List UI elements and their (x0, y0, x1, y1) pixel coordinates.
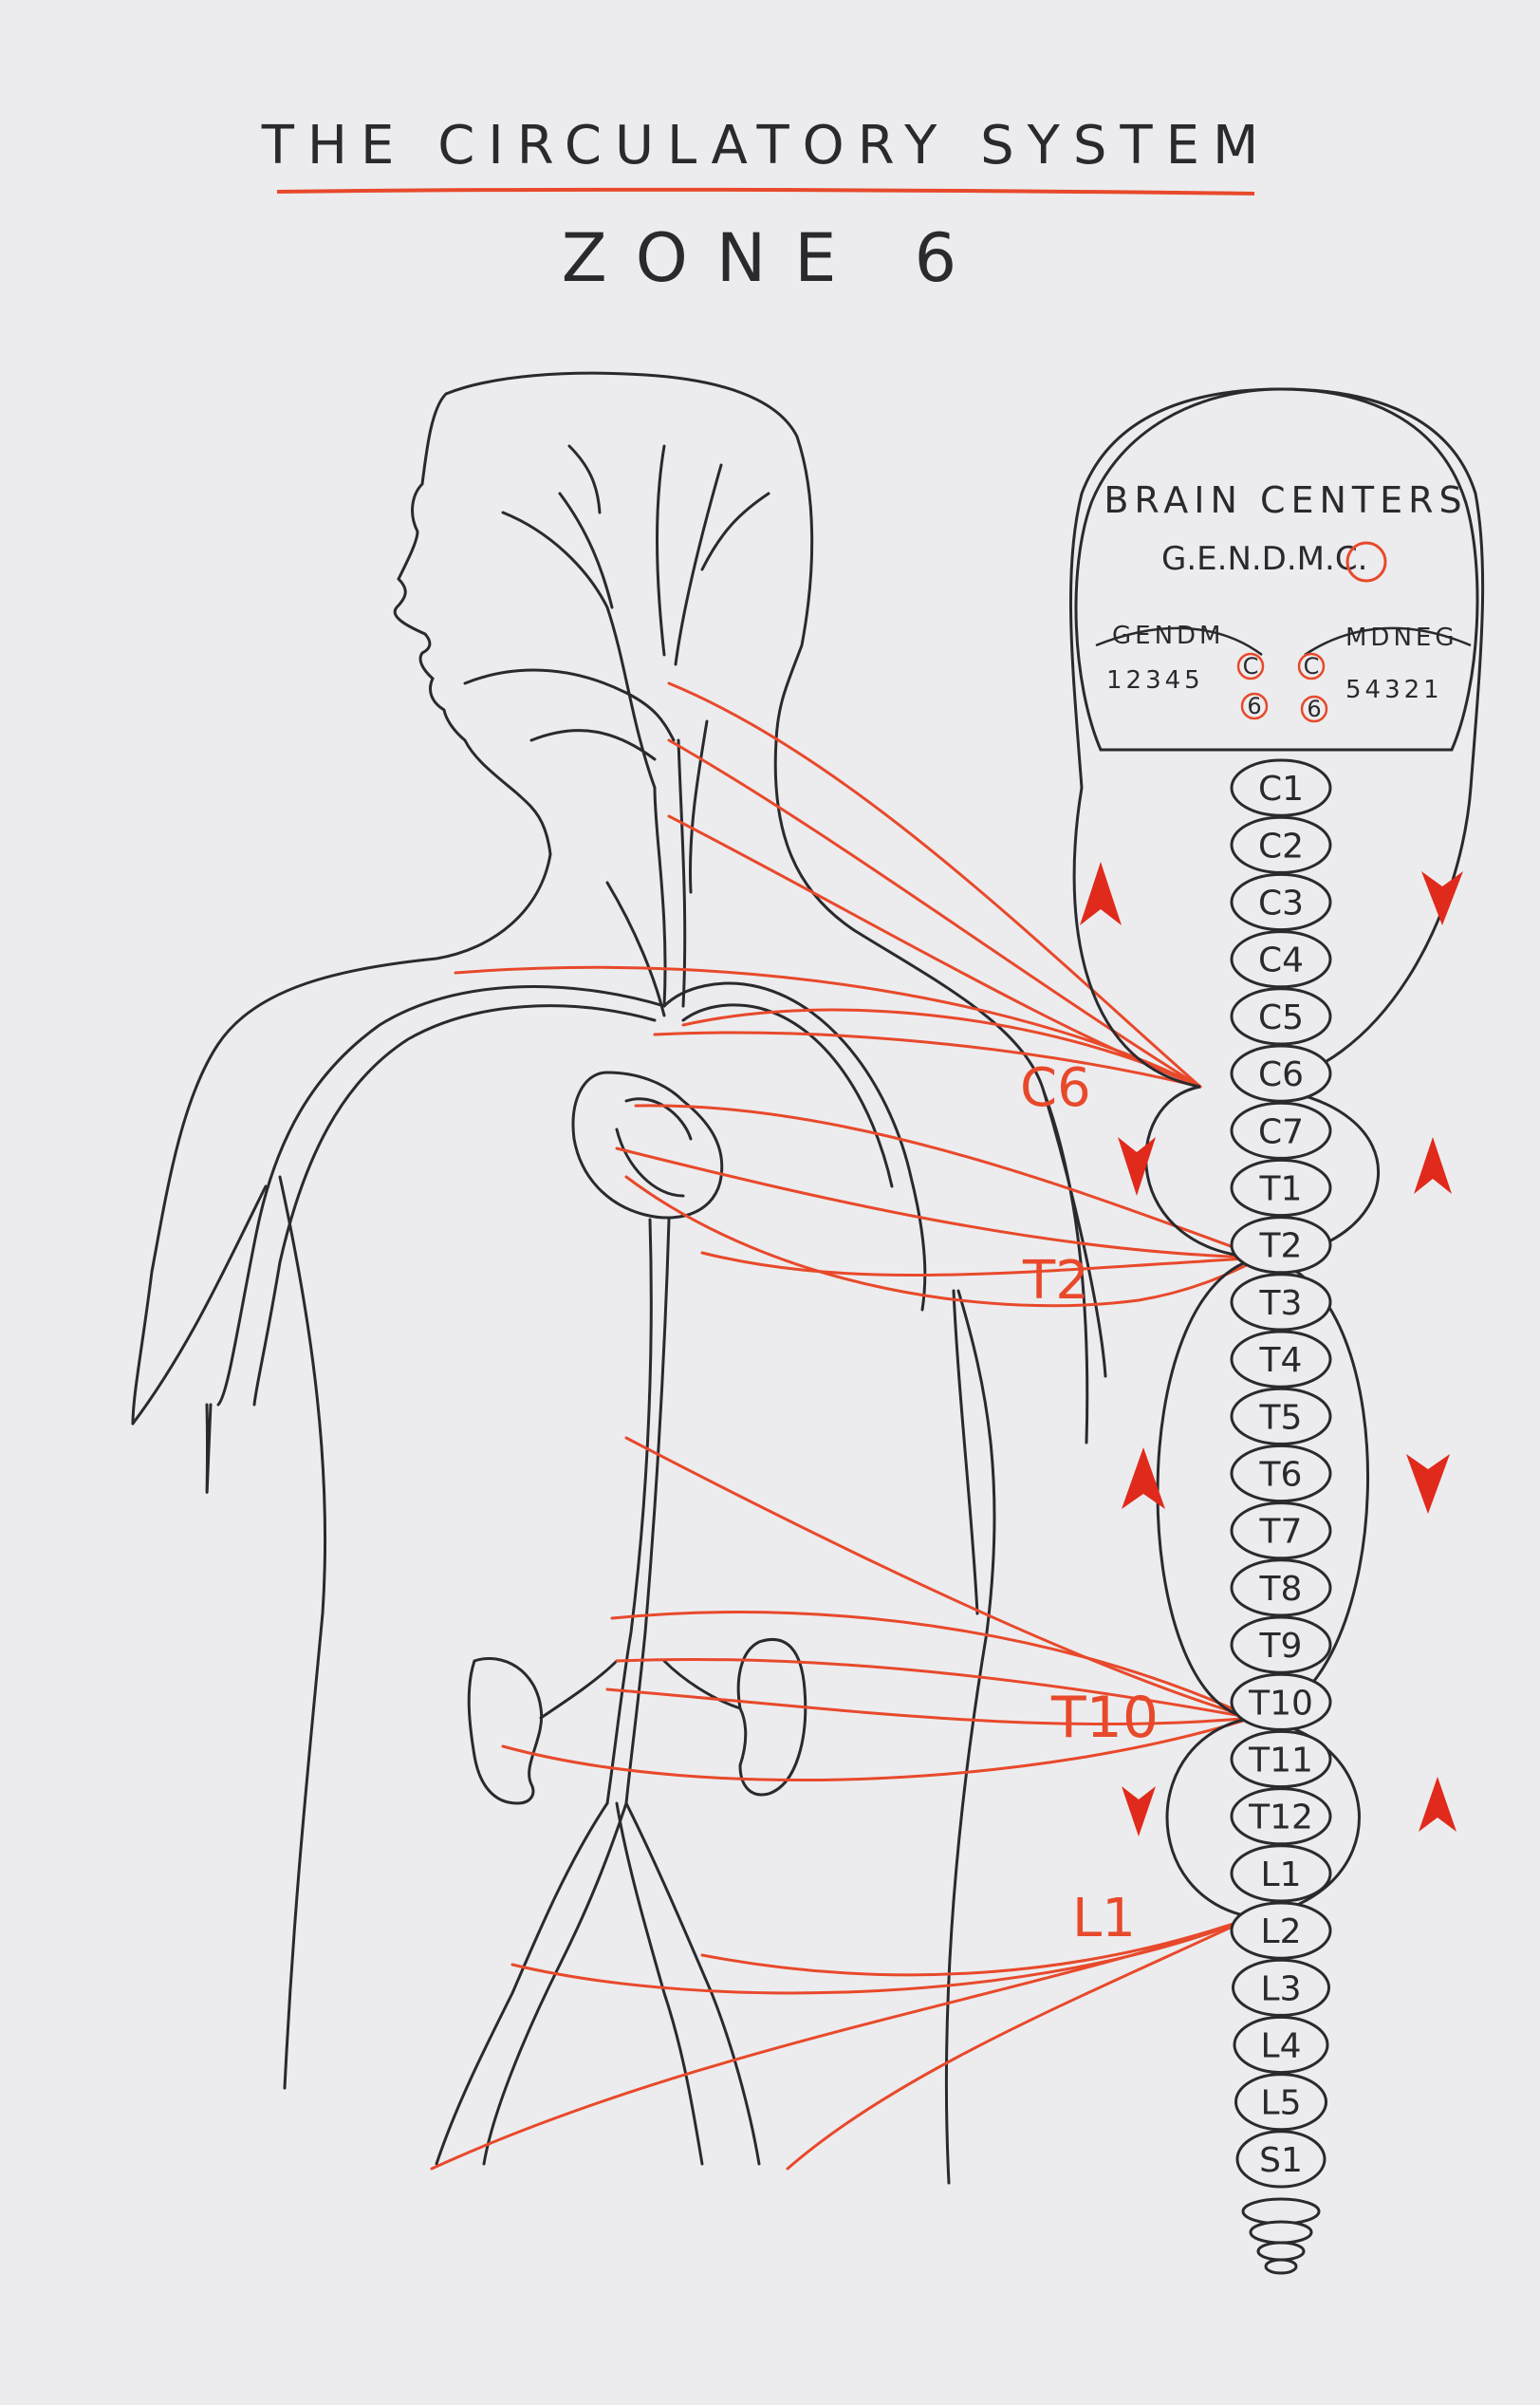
title-underline (276, 187, 1255, 196)
subtitle: ZONE 6 (562, 219, 985, 297)
left-circled-number: 6 (1247, 693, 1261, 719)
vertebra-label-t11: T11 (1248, 1742, 1313, 1780)
vertebra-label-c3: C3 (1258, 885, 1304, 923)
title: THE CIRCULATORY SYSTEM (261, 115, 1272, 177)
vertebra-c6 (1230, 1044, 1332, 1103)
vertebra-c5 (1230, 987, 1332, 1046)
vertebra-label-l3: L3 (1261, 1969, 1302, 2008)
arrow-up-icon (1419, 1777, 1457, 1832)
vertebra-t8 (1230, 1558, 1332, 1617)
vertebra-label-c4: C4 (1258, 941, 1304, 980)
vertebra-t9 (1230, 1615, 1332, 1674)
vertebra-t12 (1230, 1787, 1332, 1846)
arrow-down-icon (1406, 1454, 1450, 1514)
zone-label-c6: C6 (1020, 1057, 1091, 1119)
coccyx-segment (1249, 2220, 1313, 2245)
zone-label-t10: T10 (1050, 1685, 1159, 1751)
vertebra-label-t9: T9 (1259, 1627, 1303, 1666)
brain-centers: BRAIN CENTERS G.E.N.D.M.C. GENDM 12345 M… (1074, 387, 1479, 752)
vertebra-l1 (1230, 1844, 1332, 1903)
vertebra-label-l1: L1 (1261, 1855, 1302, 1894)
arrow-up-icon (1414, 1137, 1452, 1194)
coccyx-segment (1241, 2197, 1321, 2226)
vertebra-label-c7: C7 (1258, 1112, 1304, 1151)
vertebra-s1 (1235, 2130, 1327, 2189)
vertebra-label-l4: L4 (1261, 2027, 1302, 2066)
vertebra-l5 (1234, 2073, 1327, 2132)
vertebra-t10 (1230, 1672, 1332, 1731)
vertebra-label-c1: C1 (1258, 770, 1304, 809)
vertebra-t1 (1230, 1158, 1332, 1218)
vertebra-c4 (1230, 930, 1332, 989)
vertebra-l4 (1233, 2015, 1329, 2075)
arrow-up-icon (1080, 862, 1122, 925)
vertebra-label-s1: S1 (1259, 2141, 1303, 2180)
brain-heading: BRAIN CENTERS (1104, 479, 1467, 521)
vertebra-c3 (1230, 872, 1332, 932)
vertebra-label-t6: T6 (1259, 1456, 1303, 1495)
vertebra-t2 (1230, 1216, 1332, 1275)
left-circled-letter: C (1243, 653, 1259, 680)
vertebra-l2 (1230, 1901, 1332, 1960)
vertebra-label-t7: T7 (1259, 1513, 1303, 1552)
circled-center-mark (1345, 541, 1387, 583)
arteries (216, 444, 927, 2166)
nerve-connections (430, 681, 1264, 2171)
vertebra-t11 (1230, 1729, 1332, 1789)
left-letters: GENDM (1112, 622, 1224, 650)
brain-centers-code: G.E.N.D.M.C. (1161, 540, 1367, 578)
vertebra-label-c6: C6 (1258, 1055, 1304, 1094)
right-circled-letter: C (1304, 653, 1320, 680)
vertebra-c7 (1230, 1101, 1332, 1160)
vertebra-label-t1: T1 (1259, 1170, 1303, 1209)
zone-label-t2: T2 (1022, 1250, 1089, 1312)
arrow-down-icon (1122, 1786, 1156, 1836)
arrow-down-icon (1118, 1137, 1156, 1196)
vertebra-label-t10: T10 (1248, 1684, 1313, 1723)
right-numbers: 54321 (1345, 676, 1443, 704)
vertebra-t3 (1230, 1273, 1332, 1332)
flow-arrows (1080, 862, 1463, 1836)
vertebra-c1 (1230, 758, 1332, 817)
vertebra-t7 (1230, 1501, 1332, 1560)
arrow-down-icon (1421, 871, 1463, 925)
right-letters: MDNEG (1345, 624, 1457, 652)
zone-label-l1: L1 (1072, 1888, 1136, 1949)
vertebra-label-t5: T5 (1259, 1398, 1303, 1437)
vertebra-t5 (1230, 1387, 1332, 1445)
vertebra-c2 (1230, 815, 1332, 874)
vertebra-label-t2: T2 (1259, 1227, 1303, 1266)
vertebra-label-t4: T4 (1259, 1341, 1303, 1380)
vertebra-label-c5: C5 (1258, 998, 1304, 1037)
vertebra-t6 (1230, 1444, 1332, 1503)
vertebra-t4 (1230, 1330, 1332, 1389)
arrow-up-icon (1122, 1447, 1165, 1509)
coccyx-segment (1264, 2258, 1298, 2275)
vertebra-label-t3: T3 (1259, 1284, 1303, 1323)
vertebra-label-l5: L5 (1261, 2084, 1302, 2123)
vertebra-label-t12: T12 (1248, 1799, 1313, 1837)
right-circled-number: 6 (1307, 696, 1321, 722)
vertebra-label-c2: C2 (1258, 827, 1304, 866)
left-numbers: 12345 (1106, 666, 1204, 695)
brain-outline (1074, 387, 1479, 752)
vertebra-label-t8: T8 (1259, 1570, 1303, 1609)
vertebra-label-l2: L2 (1261, 1912, 1302, 1951)
spine: C1C2C3C4C5C6C7T1T2T3T4T5T6T7T8T9T10T11T1… (1230, 758, 1332, 2275)
coccyx-segment (1256, 2241, 1306, 2262)
vertebra-l3 (1232, 1958, 1330, 2017)
